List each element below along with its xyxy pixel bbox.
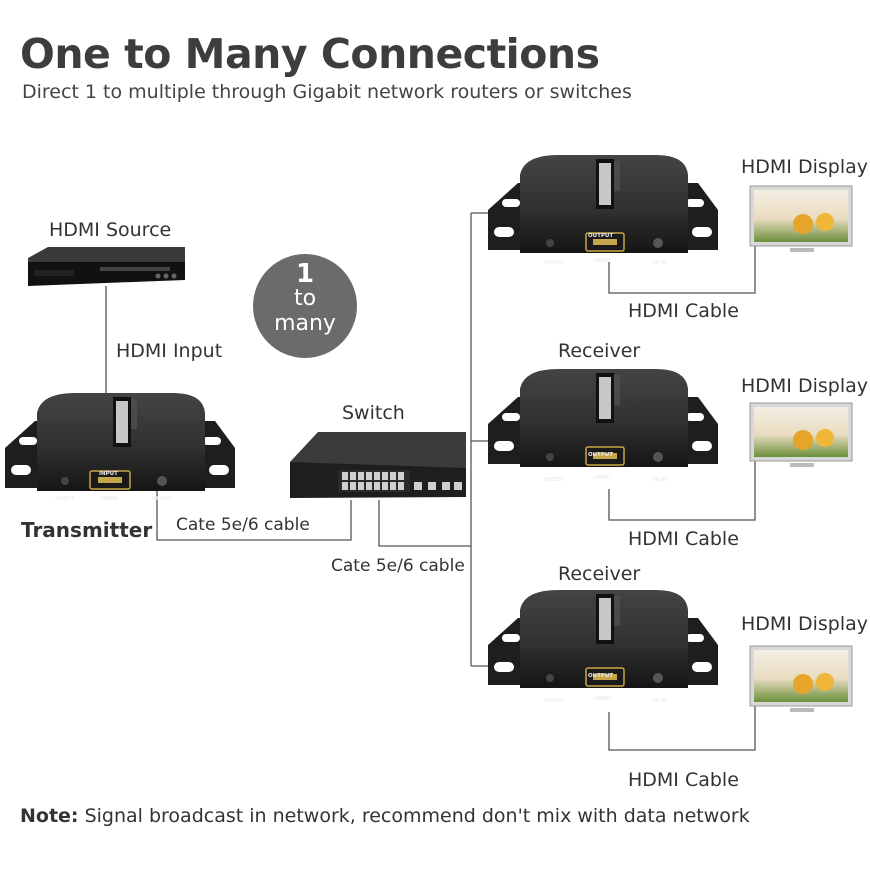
hdmi-display-1 [749, 185, 853, 252]
hdmi-cable-1-label: HDMI Cable [628, 300, 739, 322]
hdmi-display-3-label: HDMI Display [741, 613, 868, 635]
receiver-1-ir-label: IR IN [652, 260, 667, 266]
receiver-device-1 [488, 155, 718, 253]
transmitter-label: Transmitter [21, 518, 153, 542]
receiver-3-ir-label: IR IN [652, 698, 667, 704]
badge-word-to: to [293, 286, 317, 311]
page-title: One to Many Connections [20, 30, 600, 78]
switch-label: Switch [342, 402, 405, 424]
transmitter-device [5, 393, 235, 491]
receiver-2-hdmi-label: HDMI [594, 475, 611, 481]
hdmi-display-2-label: HDMI Display [741, 375, 868, 397]
transmitter-reset-label: RESET [55, 496, 75, 502]
receiver-3-port-label: OUTPUT [588, 673, 613, 679]
badge-number: 1 [295, 259, 315, 289]
receiver-3-hdmi-label: HDMI [594, 696, 611, 702]
hdmi-display-1-label: HDMI Display [741, 156, 868, 178]
one-to-many-badge: 1 to many [253, 254, 357, 358]
note-prefix: Note: [20, 805, 79, 827]
receiver-1-port-label: OUTPUT [588, 233, 613, 239]
hdmi-source-label: HDMI Source [49, 219, 172, 241]
hdmi-cable-2-label: HDMI Cable [628, 528, 739, 550]
receiver-3-reset-label: RESET [544, 698, 564, 704]
badge-word-many: many [274, 311, 336, 336]
hdmi-source-player [28, 247, 185, 286]
receiver-1-hdmi-label: HDMI [594, 258, 611, 264]
receiver-2-reset-label: RESET [544, 477, 564, 483]
switch-cable-label: Cate 5e/6 cable [331, 556, 465, 576]
page-subtitle: Direct 1 to multiple through Gigabit net… [22, 81, 632, 103]
receiver-device-3 [488, 590, 718, 688]
receiver-2-ir-label: IR IN [652, 477, 667, 483]
transmitter-hdmi-label: HDMI [101, 496, 118, 502]
transmitter-ir-label: IR OUT [152, 496, 173, 502]
receiver-1-reset-label: RESET [544, 260, 564, 266]
hdmi-cable-3-label: HDMI Cable [628, 769, 739, 791]
hdmi-input-label: HDMI Input [116, 340, 223, 362]
receiver-2-port-label: OUTPUT [588, 452, 613, 458]
footnote: Note: Signal broadcast in network, recom… [20, 805, 750, 827]
connection-lines [105, 212, 756, 751]
transmitter-port-label: INPUT [99, 471, 118, 477]
note-text: Signal broadcast in network, recommend d… [78, 805, 750, 827]
network-switch [290, 432, 466, 498]
receiver-device-2 [488, 369, 718, 467]
receiver-2-label: Receiver [558, 340, 641, 362]
hdmi-display-3 [749, 645, 853, 712]
transmitter-cable-label: Cate 5e/6 cable [176, 515, 310, 535]
receiver-3-label: Receiver [558, 563, 641, 585]
hdmi-display-2 [749, 402, 853, 467]
